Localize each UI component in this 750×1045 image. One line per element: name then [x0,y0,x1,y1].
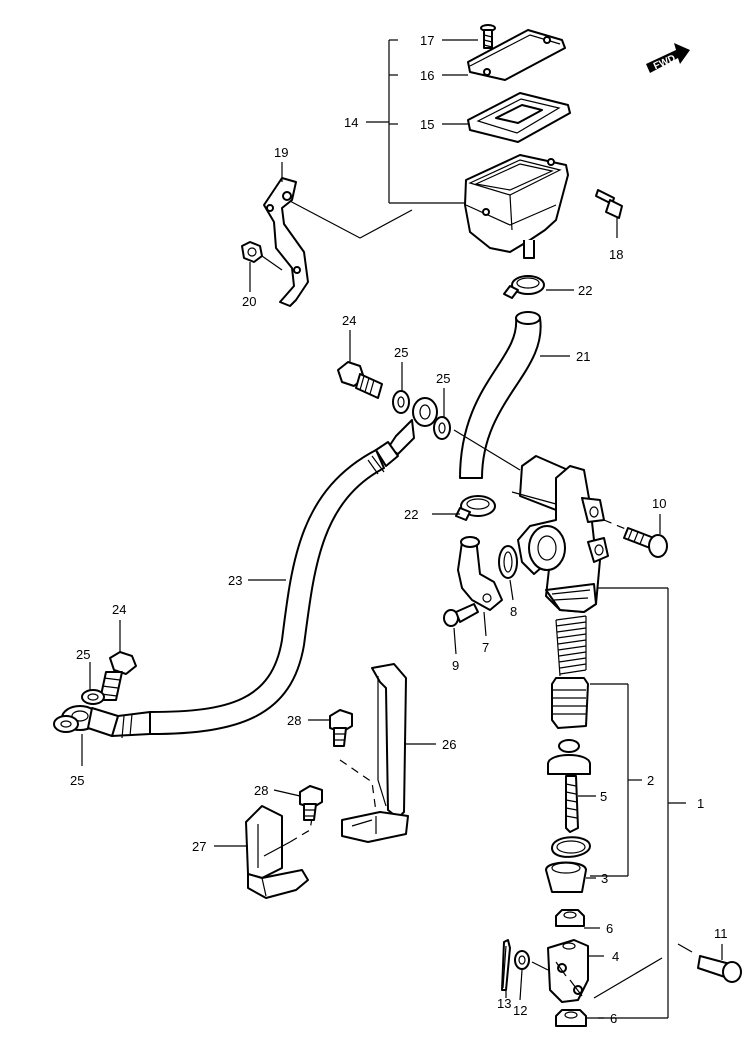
callout-7: 7 [482,640,489,655]
callout-21: 21 [576,349,590,364]
bracket-nut [241,241,283,271]
reservoir-cap [467,29,566,81]
reservoir-cap-screw [480,24,496,49]
hose-guard-large [341,663,409,843]
lower-banjo-bolt [99,651,137,701]
callout-10: 10 [652,496,666,511]
callout-12: 12 [513,1003,527,1018]
guard-bolt-upper [329,709,353,747]
lower-hose-clamp [455,495,496,521]
guard-bolt-lower [299,785,323,821]
callout-9: 9 [452,658,459,673]
callout-16: 16 [420,68,434,83]
fitting-screw [443,603,479,627]
callout-27: 27 [192,839,206,854]
callout-5: 5 [600,789,607,804]
lower-sealing-washer-b [53,715,79,733]
callout-25-upper-b: 25 [436,371,450,386]
reservoir-hose [459,311,542,479]
brake-hose [111,441,399,739]
callout-15: 15 [420,117,434,132]
fwd-label: FWD [652,53,677,72]
upper-banjo-bolt [337,361,383,399]
upper-sealing-washer-b [433,416,451,440]
fitting-o-ring [498,545,518,579]
callout-18: 18 [609,247,623,262]
upper-banjo-fitting [387,397,438,455]
clevis-pin-washer [514,950,530,970]
cotter-pin [501,939,511,991]
rod-clevis [547,939,589,1003]
callout-24-upper: 24 [342,313,356,328]
callout-22-lower: 22 [404,507,418,522]
push-rod-boot [545,861,587,893]
callout-11: 11 [714,926,728,941]
callout-1: 1 [697,796,704,811]
callout-2: 2 [647,773,654,788]
callout-leaders [81,162,723,1019]
callout-13: 13 [497,996,511,1011]
callout-8: 8 [510,604,517,619]
cylinder-mount-bolt [623,527,668,558]
callout-28-lower: 28 [254,783,268,798]
callout-6-lower: 6 [610,1011,617,1026]
callout-14: 14 [344,115,358,130]
callout-26: 26 [442,737,456,752]
callout-22-upper: 22 [578,283,592,298]
clevis-pin [593,943,742,999]
callout-23: 23 [228,573,242,588]
callout-25-upper-a: 25 [394,345,408,360]
reservoir-bracket [263,177,309,307]
push-rod-nut-upper [555,909,585,927]
push-rod-nut-lower [555,1009,587,1027]
callout-17: 17 [420,33,434,48]
callout-4: 4 [612,949,619,964]
callout-19: 19 [274,145,288,160]
upper-sealing-washer-a [392,390,410,414]
callout-28-upper: 28 [287,713,301,728]
reservoir-diaphragm [467,92,571,143]
lower-sealing-washer-a [81,689,105,705]
master-cylinder-body [511,455,609,613]
piston-spring [555,615,588,677]
callout-25-lower-a: 25 [76,647,90,662]
callout-6-upper: 6 [606,921,613,936]
reservoir-body [464,154,569,259]
fwd-direction-badge: FWD [646,43,690,73]
callout-25-lower-b: 25 [70,773,84,788]
push-rod [547,739,591,833]
reservoir-mount-bolt [595,189,623,238]
hose-inlet-fitting [457,536,503,611]
callout-labels: 1 2 3 4 5 6 6 7 8 9 10 11 12 13 14 15 16… [70,33,728,1026]
upper-hose-clamp [503,275,545,299]
piston-cup [551,677,589,729]
callout-24-lower: 24 [112,602,126,617]
hose-guard-small [245,805,309,899]
callout-20: 20 [242,294,256,309]
piston-circlip [551,836,591,858]
callout-3: 3 [601,871,608,886]
